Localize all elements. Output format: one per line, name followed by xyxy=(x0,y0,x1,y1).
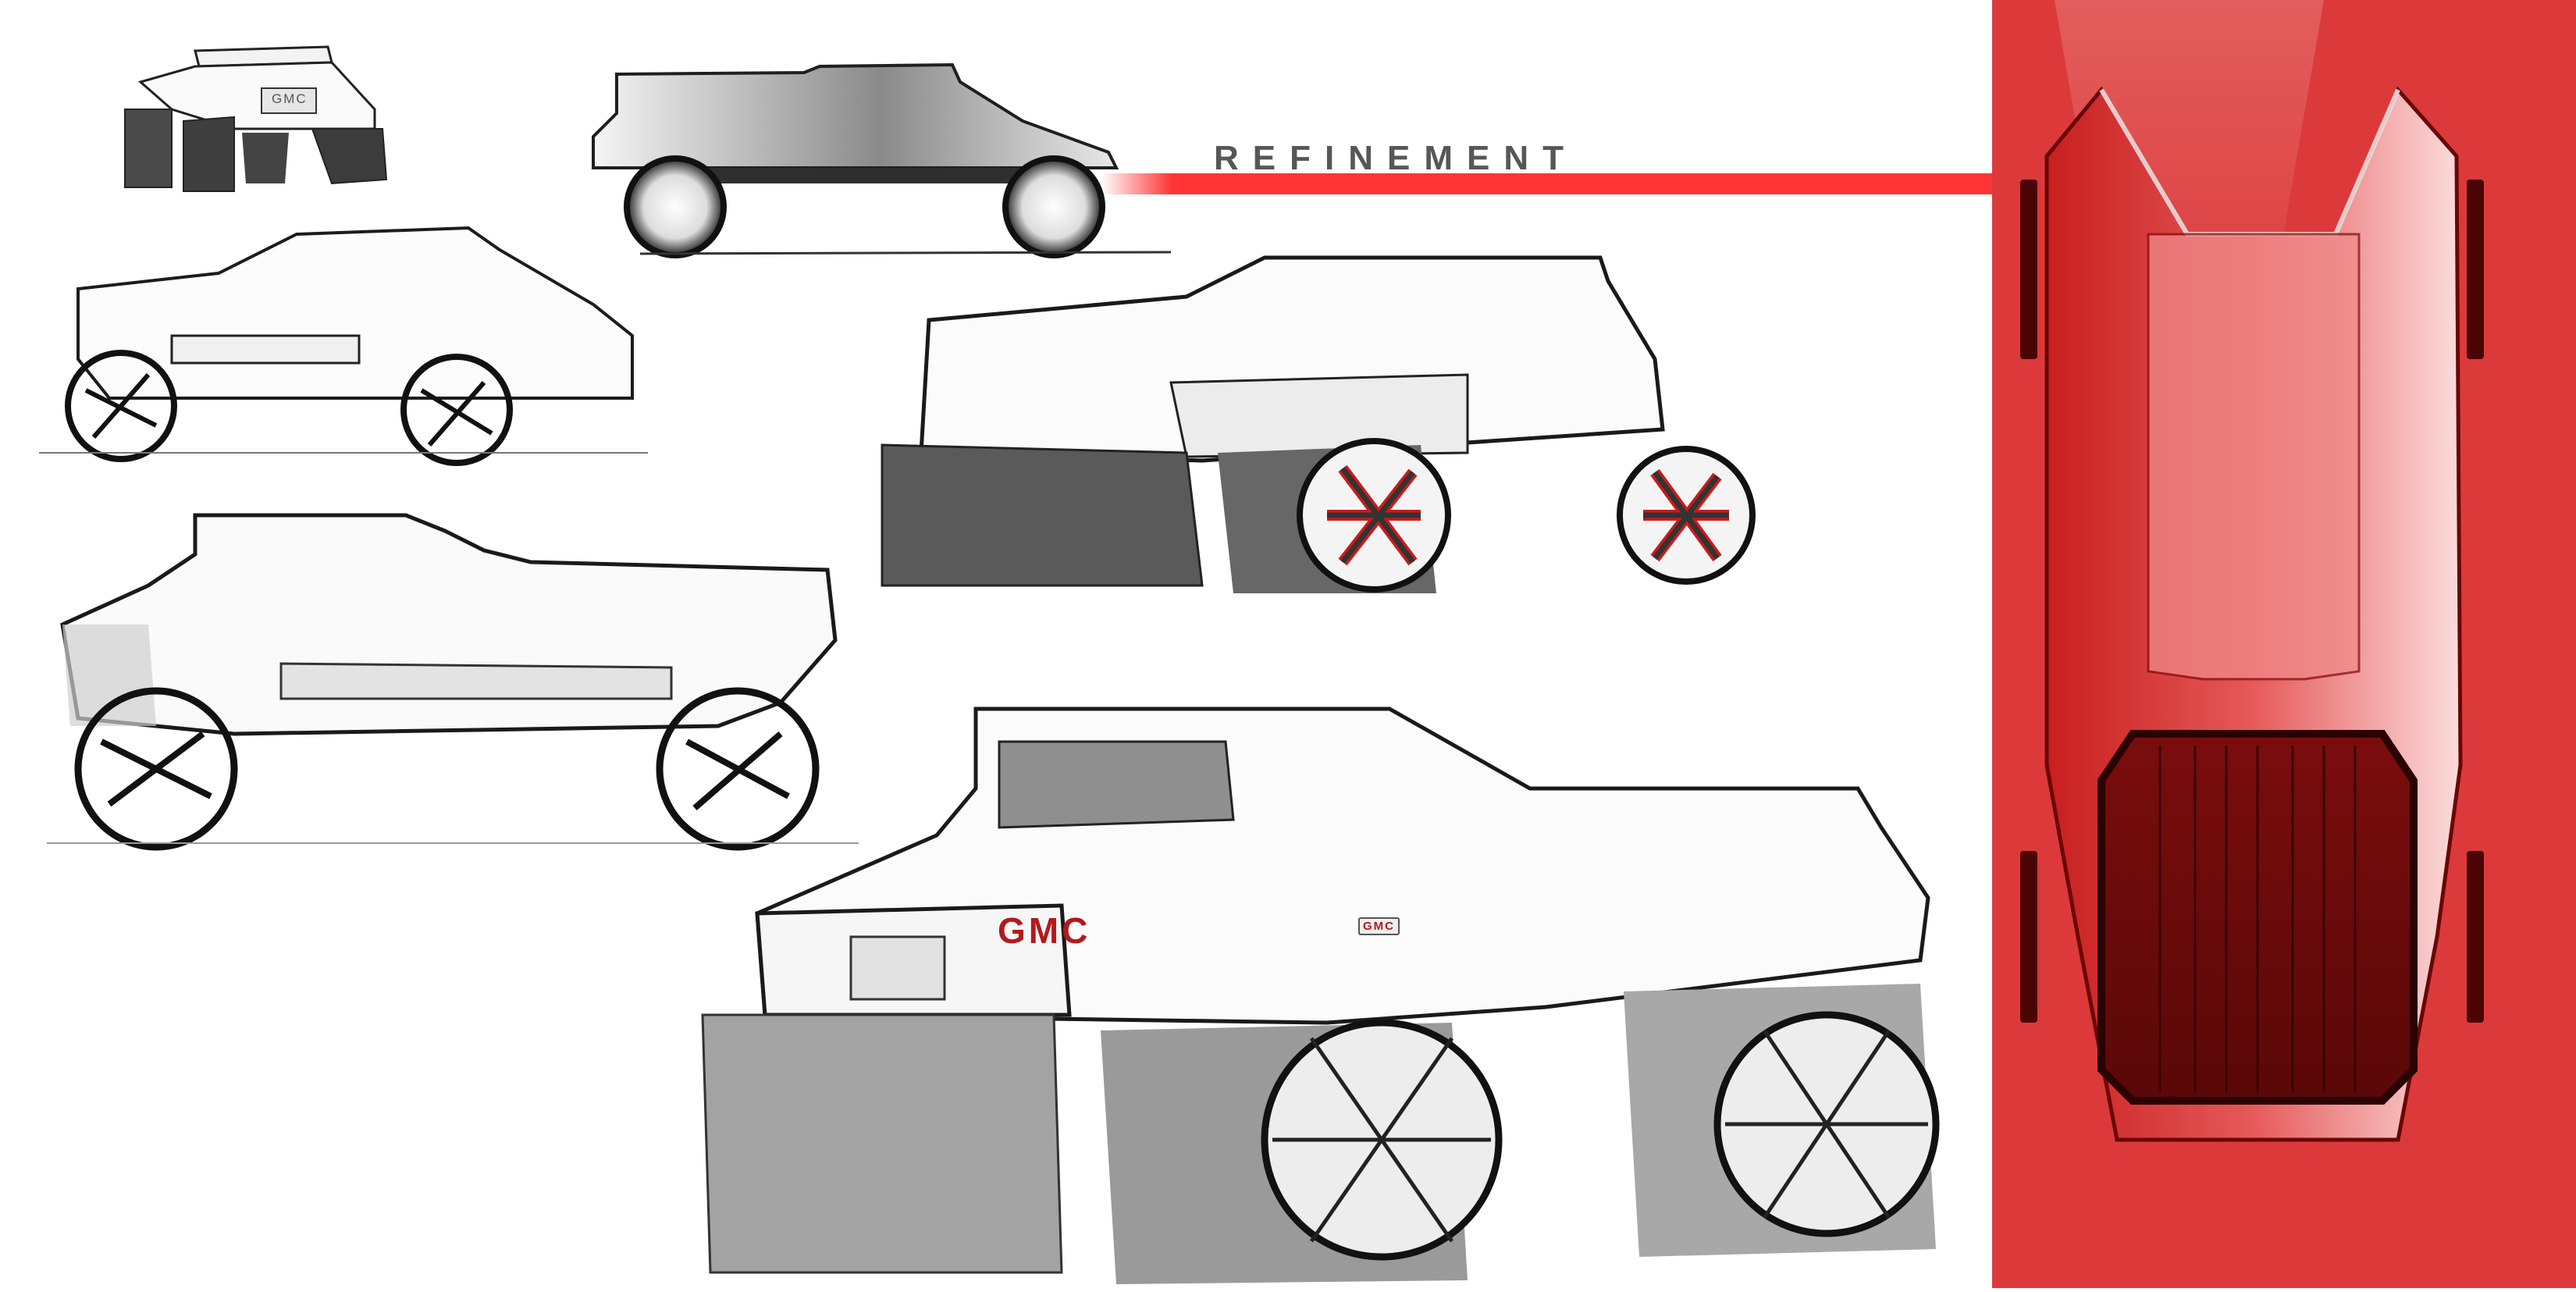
sketch-side-profile-top xyxy=(546,43,1218,262)
top-view-vehicle xyxy=(2020,86,2484,1142)
gmc-badge-sketch: GMC xyxy=(272,91,308,106)
sketch-rear-three-quarter-red-wheels xyxy=(874,250,1827,617)
accent-line xyxy=(1101,173,1992,194)
gmc-badge-large: GMC xyxy=(998,910,1091,951)
board-title: REFINEMENT xyxy=(1214,139,1578,177)
sketch-rear-three-quarter-small: GMC xyxy=(109,35,406,199)
sketch-side-profile-left xyxy=(47,507,859,859)
sketch-front-three-quarter-left xyxy=(31,219,656,476)
sketch-rear-three-quarter-large: GMC GMC xyxy=(687,703,1967,1288)
gmc-badge-small: GMC xyxy=(1358,917,1400,935)
top-view-panel xyxy=(1992,0,2576,1288)
